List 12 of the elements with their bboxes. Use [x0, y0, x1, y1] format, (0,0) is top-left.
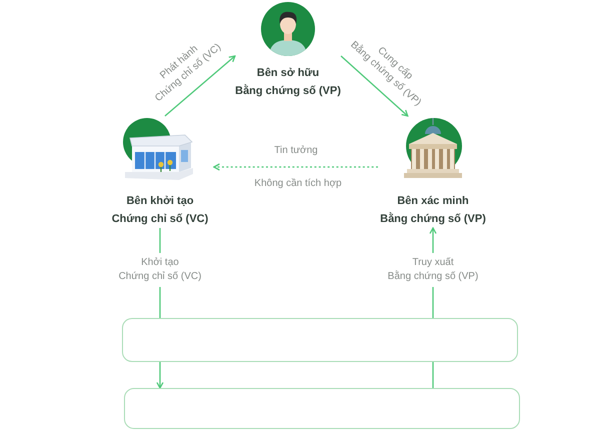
role-label: Bên sở hữu Bằng chứng số (VP) — [235, 66, 341, 99]
dotted-arrow — [213, 163, 378, 171]
note-label: Không cần tích hợp — [254, 177, 342, 191]
arrow — [164, 55, 236, 116]
role-label: Bên khởi tạo Chứng chỉ số (VC) — [112, 194, 208, 227]
arrow — [156, 362, 164, 389]
connector-line — [432, 362, 434, 388]
platform-panel — [124, 388, 520, 429]
role-label: Bên xác minh Bằng chứng số (VP) — [380, 194, 486, 227]
platform-panel — [122, 318, 518, 362]
arrow — [340, 56, 408, 117]
edge-label: Tin tưởng — [274, 144, 318, 158]
